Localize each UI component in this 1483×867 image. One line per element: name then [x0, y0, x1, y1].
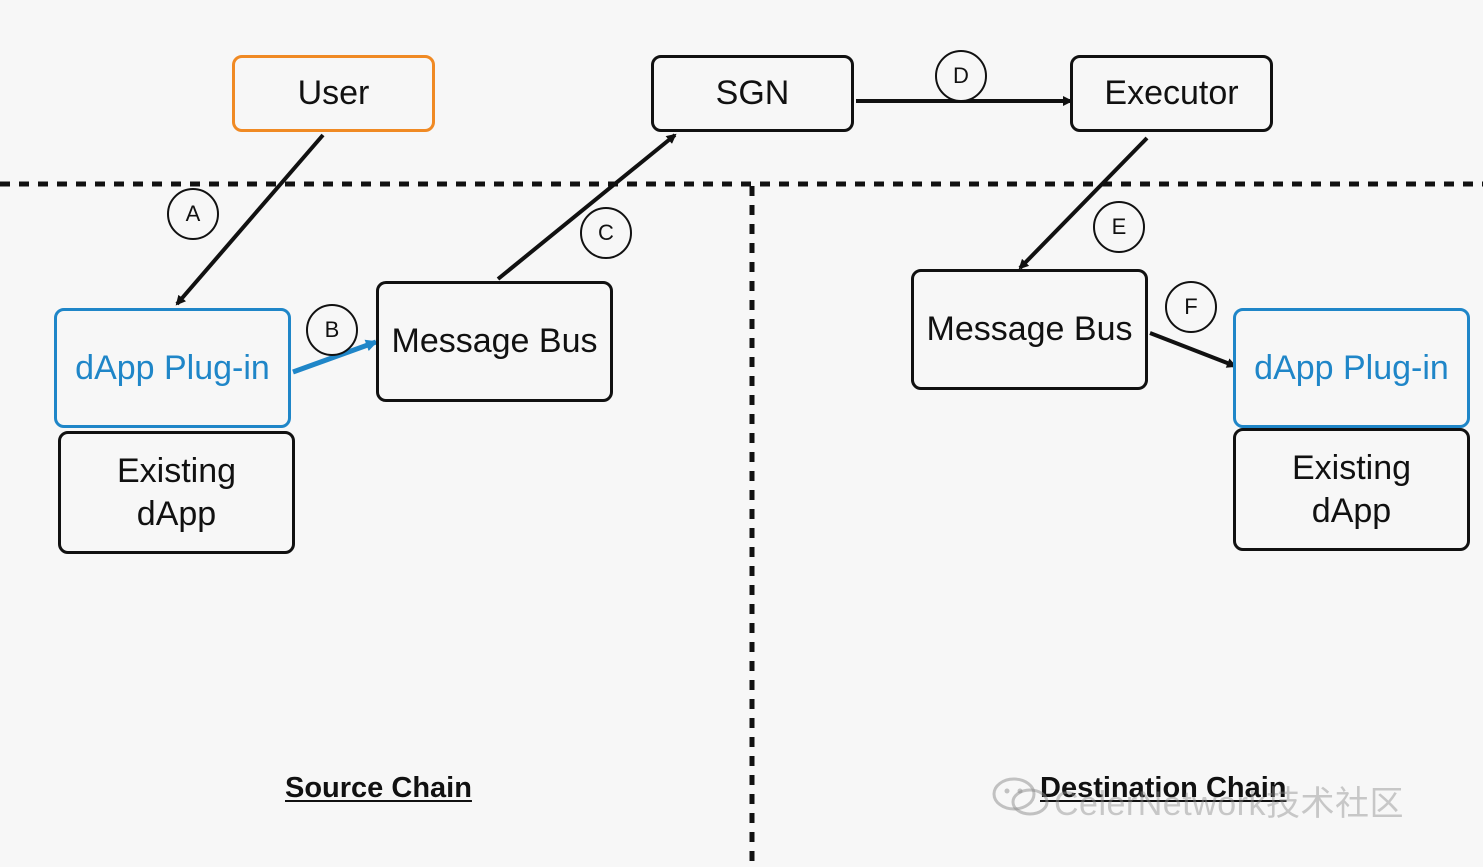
step-a-marker: A [167, 188, 219, 240]
step-b-marker: B [306, 304, 358, 356]
arrow-b [292, 339, 378, 375]
executor-node: Executor [1070, 55, 1273, 132]
destination-message-bus-node: Message Bus [911, 269, 1148, 390]
arrow-a [175, 133, 325, 306]
user-node: User [232, 55, 435, 132]
step-e-marker: E [1093, 201, 1145, 253]
destination-chain-label: Destination Chain [1040, 772, 1287, 804]
source-chain-label: Source Chain [285, 772, 472, 804]
source-existing-dapp-node: Existing dApp [58, 431, 295, 554]
source-plugin-node: dApp Plug-in [54, 308, 291, 428]
step-f-marker: F [1165, 281, 1217, 333]
source-message-bus-node: Message Bus [376, 281, 613, 402]
watermark-text: CelerNetwork技术社区 [1054, 785, 1404, 823]
arrow-c [496, 133, 677, 281]
step-c-marker: C [580, 207, 632, 259]
arrow-f [1149, 331, 1237, 368]
arrow-e [1018, 136, 1149, 270]
wechat-watermark-icon [992, 777, 1049, 816]
sgn-node: SGN [651, 55, 854, 132]
destination-plugin-node: dApp Plug-in [1233, 308, 1470, 428]
step-d-marker: D [935, 50, 987, 102]
destination-existing-dapp-node: Existing dApp [1233, 428, 1470, 551]
